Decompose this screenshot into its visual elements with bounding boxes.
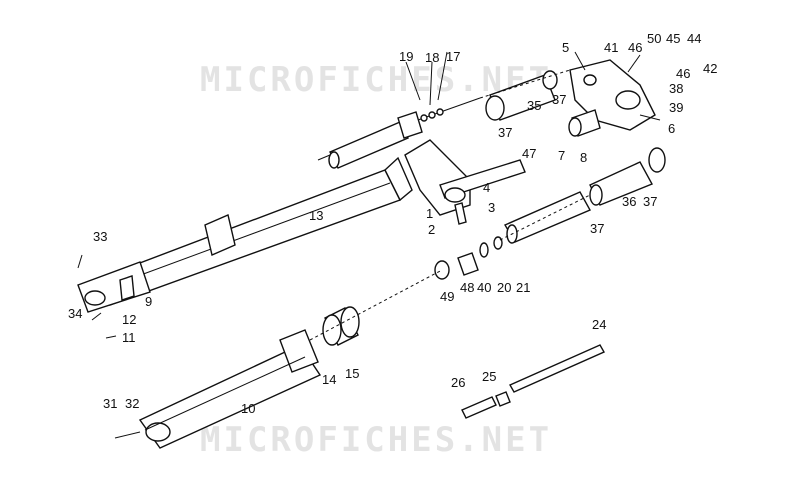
label-part-49: 49 bbox=[440, 289, 454, 304]
label-part-1: 1 bbox=[426, 206, 433, 221]
parts-49-48 bbox=[434, 236, 503, 280]
label-part-50: 50 bbox=[647, 31, 661, 46]
damper-rod-upper bbox=[317, 97, 481, 169]
label-part-11: 11 bbox=[122, 330, 136, 345]
bearing-8 bbox=[568, 109, 601, 137]
label-part-3: 3 bbox=[488, 200, 495, 215]
label-part-13: 13 bbox=[309, 208, 323, 223]
label-part-47: 47 bbox=[522, 146, 536, 161]
label-part-31: 31 bbox=[103, 396, 117, 411]
label-part-25: 25 bbox=[482, 369, 496, 384]
label-part-2: 2 bbox=[428, 222, 435, 237]
label-part-45: 45 bbox=[666, 31, 680, 46]
bushing-15 bbox=[322, 306, 360, 346]
label-part-32: 32 bbox=[125, 396, 139, 411]
label-part-39: 39 bbox=[669, 100, 683, 115]
label-part-35: 35 bbox=[527, 98, 541, 113]
label-part-14: 14 bbox=[322, 372, 336, 387]
label-part-18: 18 bbox=[425, 50, 439, 65]
label-part-19: 19 bbox=[399, 49, 413, 64]
label-part-5: 5 bbox=[562, 40, 569, 55]
label-part-44: 44 bbox=[687, 31, 701, 46]
label-part-15: 15 bbox=[345, 366, 359, 381]
label-part-41: 41 bbox=[604, 40, 618, 55]
fork-slider-right bbox=[589, 147, 666, 206]
label-part-37-b: 37 bbox=[552, 92, 566, 107]
label-part-17: 17 bbox=[446, 49, 460, 64]
label-part-6: 6 bbox=[668, 121, 675, 136]
label-part-40: 40 bbox=[477, 280, 491, 295]
fork-springs bbox=[461, 344, 605, 419]
label-part-42: 42 bbox=[703, 61, 717, 76]
label-part-46-b: 46 bbox=[676, 66, 690, 81]
label-part-7: 7 bbox=[558, 148, 565, 163]
label-part-8: 8 bbox=[580, 150, 587, 165]
label-part-10: 10 bbox=[241, 401, 255, 416]
label-part-46-a: 46 bbox=[628, 40, 642, 55]
inner-tube-middle bbox=[503, 191, 591, 244]
watermark-bottom: MICROFICHES.NET bbox=[200, 420, 553, 460]
label-part-36: 36 bbox=[622, 194, 636, 209]
label-part-20: 20 bbox=[497, 280, 511, 295]
label-part-12: 12 bbox=[122, 312, 136, 327]
label-part-38: 38 bbox=[669, 81, 683, 96]
fork-leg-lower bbox=[138, 329, 322, 449]
label-part-9: 9 bbox=[145, 294, 152, 309]
fork-tube-upper bbox=[77, 156, 413, 313]
label-part-4: 4 bbox=[483, 180, 490, 195]
label-part-21: 21 bbox=[516, 280, 530, 295]
label-part-26: 26 bbox=[451, 375, 465, 390]
label-part-24: 24 bbox=[592, 317, 606, 332]
steering-sleeve bbox=[485, 70, 558, 121]
label-part-37-d: 37 bbox=[643, 194, 657, 209]
label-part-37-a: 37 bbox=[498, 125, 512, 140]
label-part-37-c: 37 bbox=[590, 221, 604, 236]
watermark-top: MICROFICHES.NET bbox=[200, 60, 553, 100]
label-part-48: 48 bbox=[460, 280, 474, 295]
label-part-34: 34 bbox=[68, 306, 82, 321]
label-part-33: 33 bbox=[93, 229, 107, 244]
lower-triple-clamp bbox=[404, 139, 526, 225]
